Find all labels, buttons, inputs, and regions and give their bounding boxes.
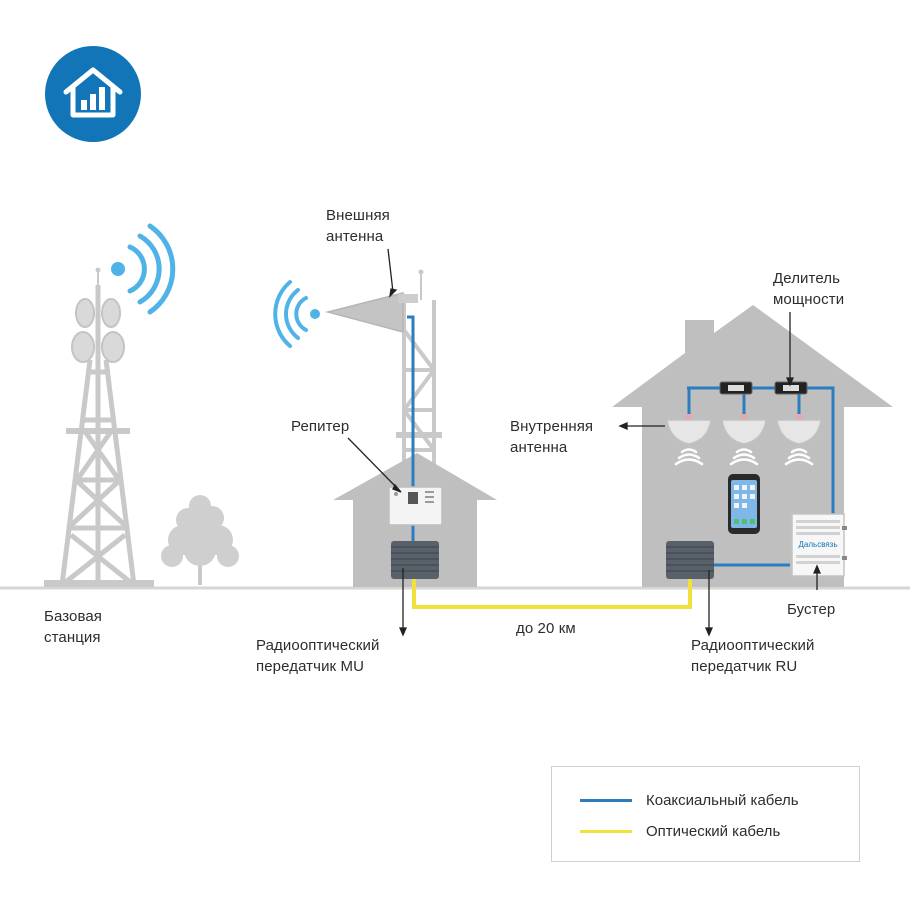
outdoor-signal-waves [273,280,320,348]
logo [45,46,141,142]
label-transmitter-mu-line2: передатчик MU [256,658,365,675]
indoor-signal-waves [674,448,814,466]
label-splitter-line2: мощности [773,291,845,308]
tree [161,495,239,585]
outdoor-antenna [325,292,418,333]
legend-label-optical: Оптический кабель [646,822,781,840]
label-transmitter-ru-line2: передатчик RU [691,658,798,675]
phone-icon [728,474,760,534]
legend: Коаксиальный кабель Оптический кабель [551,766,860,862]
label-transmitter-mu-line1: Радиооптический [256,637,380,654]
label-indoor-antenna: Внутренняя антенна [510,416,593,458]
optical-cable [412,578,692,609]
label-repeater: Репитер [291,416,349,437]
house-signal-icon [63,67,123,118]
label-outdoor-antenna-line2: антенна [326,228,384,245]
label-booster: Бустер [787,599,835,620]
transmitter-mu [391,541,439,579]
label-splitter: Делитель мощности [773,268,844,310]
base-station-tower [44,267,154,587]
label-transmitter-ru: Радиооптический передатчик RU [691,635,815,677]
legend-swatch-optical [580,829,632,833]
base-signal-waves [111,223,176,315]
label-distance: до 20 км [516,618,576,639]
label-booster-text: Бустер [787,601,836,618]
legend-swatch-coax [580,798,632,802]
label-outdoor-antenna: Внешняя антенна [326,205,390,247]
repeater-device [388,486,443,526]
label-base-station-line2: станция [44,629,101,646]
legend-item-coax: Коаксиальный кабель [580,789,799,811]
indoor-antennas [666,414,822,445]
label-transmitter-mu: Радиооптический передатчик MU [256,635,380,677]
label-indoor-antenna-line2: антенна [510,439,568,456]
power-splitter [719,381,808,395]
label-base-station: Базовая станция [44,606,102,648]
transmitter-ru [666,541,714,579]
legend-label-coax: Коаксиальный кабель [646,791,799,809]
big-house [612,305,893,587]
label-splitter-line1: Делитель [773,270,841,287]
booster-device: Дальсвязь [791,513,847,577]
label-transmitter-ru-line1: Радиооптический [691,637,815,654]
label-outdoor-antenna-line1: Внешняя [326,207,390,224]
label-indoor-antenna-line1: Внутренняя [510,418,594,435]
pointer-arrows [347,248,821,637]
label-base-station-line1: Базовая [44,608,103,625]
legend-item-optical: Оптический кабель [580,820,780,842]
booster-brand: Дальсвязь [798,540,837,549]
label-repeater-text: Репитер [291,418,350,435]
label-distance-text: до 20 км [516,620,576,637]
